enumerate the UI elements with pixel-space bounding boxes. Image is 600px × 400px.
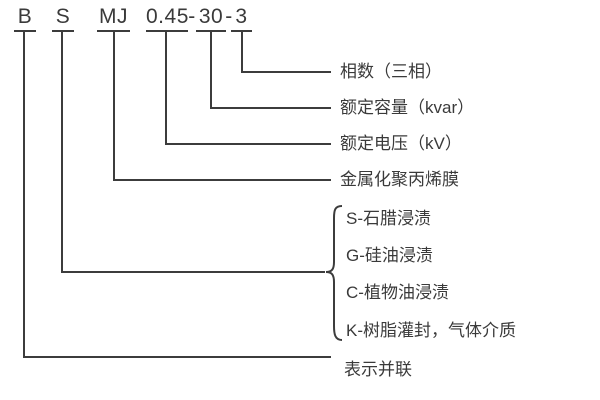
connector-impreg <box>61 31 325 273</box>
label-capacity: 额定容量（kvar） <box>340 98 475 117</box>
code-part-MJ: MJ <box>99 5 128 28</box>
code-dash: - <box>225 5 233 28</box>
label-impregnation-k: K-树脂灌封，气体介质 <box>346 321 516 340</box>
connector-capacity <box>210 31 331 109</box>
code-part-S: S <box>55 5 71 28</box>
code-part-B: B <box>17 5 33 28</box>
label-film: 金属化聚丙烯膜 <box>340 170 459 189</box>
label-impregnation-s: S-石腊浸渍 <box>346 209 431 228</box>
code-part-045: 0.45 <box>146 5 189 28</box>
code-part-30: 30 <box>198 5 224 28</box>
connector-parallel <box>23 31 331 358</box>
connector-film <box>113 31 331 181</box>
label-impregnation-g: G-硅油浸渍 <box>346 246 433 265</box>
label-parallel: 表示并联 <box>344 360 412 379</box>
code-dash: - <box>188 5 196 28</box>
connector-voltage <box>165 31 331 145</box>
connector-phase <box>241 31 331 73</box>
label-impregnation-c: C-植物油浸渍 <box>346 283 449 302</box>
label-voltage: 额定电压（kV） <box>340 134 462 153</box>
label-phase: 相数（三相） <box>340 62 442 81</box>
group-brace <box>325 205 343 341</box>
code-part-3: 3 <box>235 5 248 28</box>
